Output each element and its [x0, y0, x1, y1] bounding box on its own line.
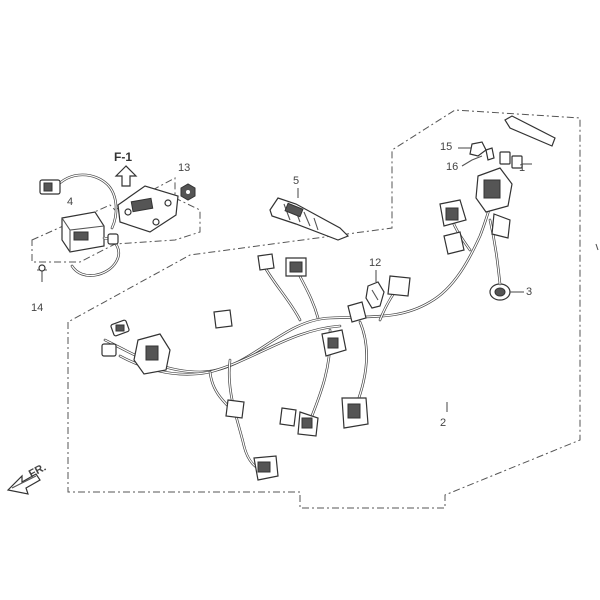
part-5-cover	[269, 197, 350, 241]
part-13-nut	[180, 183, 196, 201]
callout-16: 16	[446, 161, 459, 173]
harness-boundary	[67, 109, 581, 509]
part-f1-bracket	[117, 185, 179, 233]
callout-12: 12	[369, 257, 382, 269]
callout-13: 13	[178, 162, 191, 174]
part-14-bolt	[37, 264, 47, 282]
callout-1: 1	[519, 162, 526, 174]
edge-mark	[595, 243, 599, 251]
up-arrow-icon	[114, 165, 138, 187]
callout-5: 5	[293, 175, 300, 187]
callout-15: 15	[440, 141, 453, 153]
callout-3: 3	[526, 286, 533, 298]
part-4-sensor	[39, 173, 120, 277]
part-2-main-harness	[101, 167, 513, 481]
part-3-grommet	[489, 283, 511, 301]
inset-label: F-1	[114, 150, 132, 164]
part-15-16-1-connectors	[458, 141, 532, 169]
part-12-clip	[365, 281, 385, 309]
callout-2: 2	[440, 417, 447, 429]
callout-4: 4	[67, 196, 74, 208]
inset-boundary	[31, 177, 201, 263]
callout-14: 14	[31, 302, 44, 314]
front-arrow-icon	[6, 473, 41, 495]
harness-bracket	[504, 115, 556, 147]
